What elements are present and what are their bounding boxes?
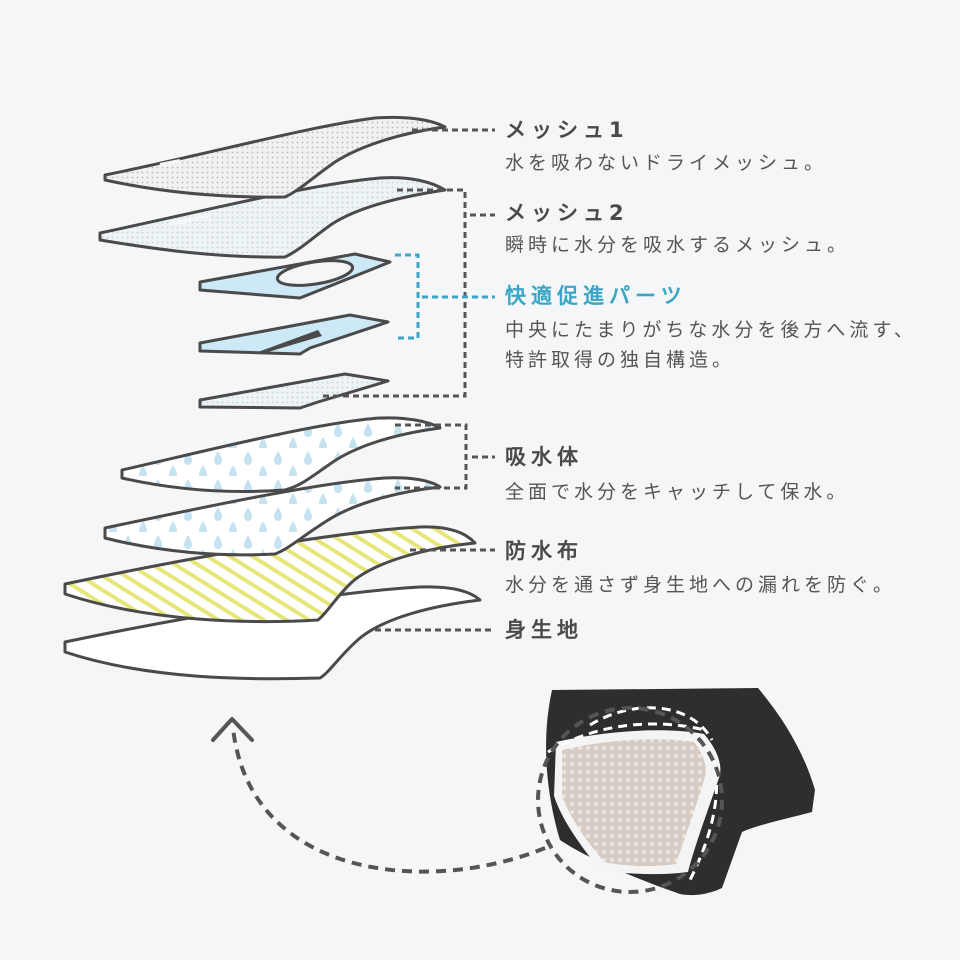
bracket-mesh2: [320, 188, 467, 398]
underwear-seam-left: [547, 722, 706, 754]
leader-comfort: [395, 253, 495, 340]
label-absorber-desc: 全面で水分をキャッチして保水。: [505, 481, 850, 503]
zoom-circle: [536, 706, 724, 894]
curved-arrow: [231, 727, 546, 874]
product-photo: [536, 688, 815, 896]
label-mesh1-desc: 水を吸わないドライメッシュ。: [505, 152, 828, 174]
label-comfort-title: 快適促進パーツ: [505, 284, 687, 308]
label-body-title: 身生地: [505, 618, 583, 642]
label-comfort-desc-line2: 特許取得の独自構造。: [505, 349, 736, 371]
underwear-mesh-pad: [562, 739, 706, 867]
label-mesh2-desc: 瞬時に水分を吸水するメッシュ。: [505, 234, 851, 256]
label-mesh2-title: メッシュ2: [505, 201, 629, 225]
label-comfort-desc-line1: 中央にたまりがちな水分を後方へ流す、: [505, 319, 917, 341]
comfort-part-bottom: [198, 372, 390, 410]
label-waterproof-desc: 水分を通さず身生地への漏れを防ぐ。: [505, 574, 897, 596]
comfort-part-hole-opening: [275, 259, 355, 287]
arrow-head-icon: [211, 717, 254, 742]
comfort-part-slit-cut: [258, 330, 322, 352]
bracket-absorber: [395, 423, 468, 490]
absorber-layer-upper: [120, 416, 442, 493]
absorber-layer-lower: [103, 476, 442, 557]
comfort-part-slit: [198, 313, 390, 356]
underwear-seam-top: [589, 706, 714, 741]
leader-lines: [320, 128, 495, 632]
label-waterproof-title: 防水布: [505, 539, 583, 563]
label-absorber-title: 吸水体: [505, 445, 583, 469]
mesh1-layer: [103, 115, 447, 199]
label-mesh1-title: メッシュ1: [505, 118, 629, 142]
